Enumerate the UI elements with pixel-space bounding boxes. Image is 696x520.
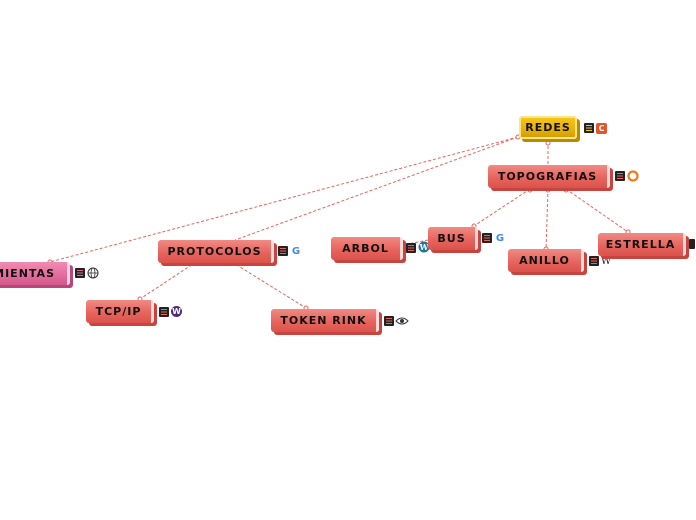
- notes-icon[interactable]: [584, 123, 594, 133]
- node-arbol[interactable]: ARBOL: [331, 237, 403, 260]
- notes-icon[interactable]: [406, 243, 416, 253]
- node-herramientas[interactable]: MIENTAS: [0, 262, 70, 285]
- link-topografias-estrella: [565, 188, 629, 233]
- node-redes-label: REDES: [525, 121, 571, 134]
- notes-icon[interactable]: [589, 256, 599, 266]
- a-badge-icon[interactable]: [627, 170, 639, 182]
- wordpress-icon[interactable]: W: [418, 241, 430, 253]
- node-protocolos-label: PROTOCOLOS: [167, 245, 262, 258]
- node-token-label: TOKEN RINK: [280, 314, 367, 327]
- node-anillo[interactable]: ANILLO: [508, 249, 584, 272]
- link-topografias-bus: [473, 188, 531, 227]
- notes-icon[interactable]: [384, 316, 394, 326]
- node-tcpip-label: TCP/IP: [95, 305, 142, 318]
- eye-icon[interactable]: [395, 316, 409, 326]
- svg-text:W: W: [419, 242, 430, 252]
- link-redes-herramientas: [49, 136, 519, 263]
- google-icon[interactable]: G: [495, 232, 505, 244]
- node-topografias-label: TOPOGRAFIAS: [497, 170, 598, 183]
- node-topografias[interactable]: TOPOGRAFIAS: [488, 165, 610, 188]
- node-estrella-label: ESTRELLA: [605, 238, 676, 251]
- notes-icon[interactable]: [75, 268, 85, 278]
- node-redes[interactable]: REDES: [519, 116, 577, 139]
- node-herramientas-label: MIENTAS: [0, 267, 55, 280]
- node-bus-label: BUS: [437, 232, 466, 245]
- globe-icon[interactable]: [87, 267, 99, 279]
- notes-icon[interactable]: [159, 307, 169, 317]
- node-token[interactable]: TOKEN RINK: [271, 309, 379, 332]
- notes-icon[interactable]: [482, 233, 492, 243]
- w-badge-icon[interactable]: W: [171, 306, 182, 317]
- link-redes-protocolos: [234, 136, 519, 241]
- c-badge-icon[interactable]: C: [596, 123, 607, 134]
- node-anillo-label: ANILLO: [519, 254, 570, 267]
- link-topografias-anillo: [545, 188, 549, 251]
- google-icon[interactable]: G: [291, 245, 301, 257]
- node-estrella[interactable]: ESTRELLA: [598, 233, 686, 256]
- notes-icon[interactable]: [615, 171, 625, 181]
- wikipedia-icon[interactable]: W: [600, 255, 612, 267]
- node-bus[interactable]: BUS: [428, 227, 478, 250]
- node-arbol-label: ARBOL: [342, 242, 389, 255]
- link-protocolos-token: [231, 261, 307, 309]
- node-protocolos[interactable]: PROTOCOLOS: [158, 240, 274, 263]
- link-icon[interactable]: [689, 239, 695, 249]
- notes-icon[interactable]: [278, 246, 288, 256]
- link-protocolos-tcpip: [139, 261, 197, 300]
- node-tcpip[interactable]: TCP/IP: [86, 300, 154, 323]
